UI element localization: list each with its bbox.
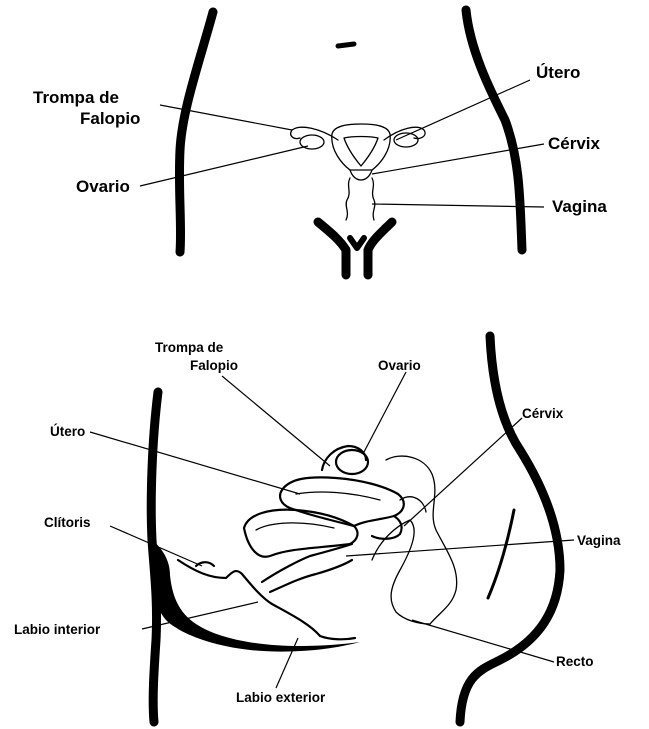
label-side-clitoris: Clítoris bbox=[44, 515, 91, 530]
side-labia bbox=[178, 560, 355, 639]
label-side-uterus: Útero bbox=[50, 424, 85, 439]
label-side-cervix: Cérvix bbox=[522, 406, 564, 421]
label-side-ovary: Ovario bbox=[378, 358, 421, 373]
label-side-fallopian-line2: Falopio bbox=[190, 358, 238, 373]
side-uterus bbox=[280, 477, 404, 526]
side-vagina-lower bbox=[270, 560, 352, 592]
label-side-fallopian-line1: Trompa de bbox=[155, 340, 224, 355]
front-view-drawing bbox=[179, 10, 522, 275]
side-rectum-outer bbox=[386, 456, 457, 624]
front-cervix bbox=[350, 170, 372, 180]
front-leg-left bbox=[318, 222, 346, 275]
front-uterus bbox=[332, 124, 390, 170]
front-vagina-right-wall bbox=[372, 178, 375, 220]
label-front-vagina: Vagina bbox=[552, 197, 607, 216]
front-fallopian-tube-left bbox=[291, 127, 338, 140]
front-body-outline-left bbox=[179, 12, 213, 252]
label-side-inner-labia: Labio interior bbox=[14, 622, 101, 637]
side-fallopian-tube bbox=[322, 446, 366, 470]
front-leader-lines bbox=[140, 80, 544, 207]
leader-side-ovary bbox=[364, 372, 406, 452]
front-crotch bbox=[350, 238, 364, 248]
side-view-drawing bbox=[151, 336, 560, 722]
side-labels: Trompa de Falopio Ovario Útero Cérvix Cl… bbox=[14, 340, 621, 705]
leader-side-vagina bbox=[346, 540, 574, 556]
side-rectum-inner bbox=[372, 520, 430, 624]
side-bladder-inner bbox=[256, 523, 334, 530]
leader-side-fallopian bbox=[222, 376, 330, 466]
front-vagina-left-wall bbox=[346, 178, 350, 220]
side-uterus-cavity bbox=[296, 492, 380, 500]
label-front-fallopian-line1: Trompa de bbox=[33, 88, 119, 107]
side-abdominal-wall bbox=[488, 510, 514, 598]
leader-side-uterus bbox=[90, 432, 300, 494]
front-uterus-cavity bbox=[344, 137, 378, 167]
front-navel bbox=[338, 44, 354, 46]
leader-front-ovary bbox=[140, 146, 308, 186]
front-leg-right bbox=[368, 222, 392, 275]
label-side-vagina: Vagina bbox=[577, 533, 621, 548]
leader-side-cervix bbox=[404, 418, 522, 526]
side-ovary bbox=[336, 450, 368, 474]
front-body-outline-right bbox=[466, 10, 522, 250]
label-front-cervix: Cérvix bbox=[548, 134, 601, 153]
label-side-rectum: Recto bbox=[556, 654, 594, 669]
label-front-fallopian-line2: Falopio bbox=[80, 109, 140, 128]
label-front-ovary: Ovario bbox=[76, 177, 130, 196]
label-front-uterus: Útero bbox=[536, 63, 580, 82]
side-bladder bbox=[244, 510, 357, 557]
label-side-outer-labia: Labio exterior bbox=[236, 690, 326, 705]
side-vulva-mass bbox=[152, 540, 360, 652]
